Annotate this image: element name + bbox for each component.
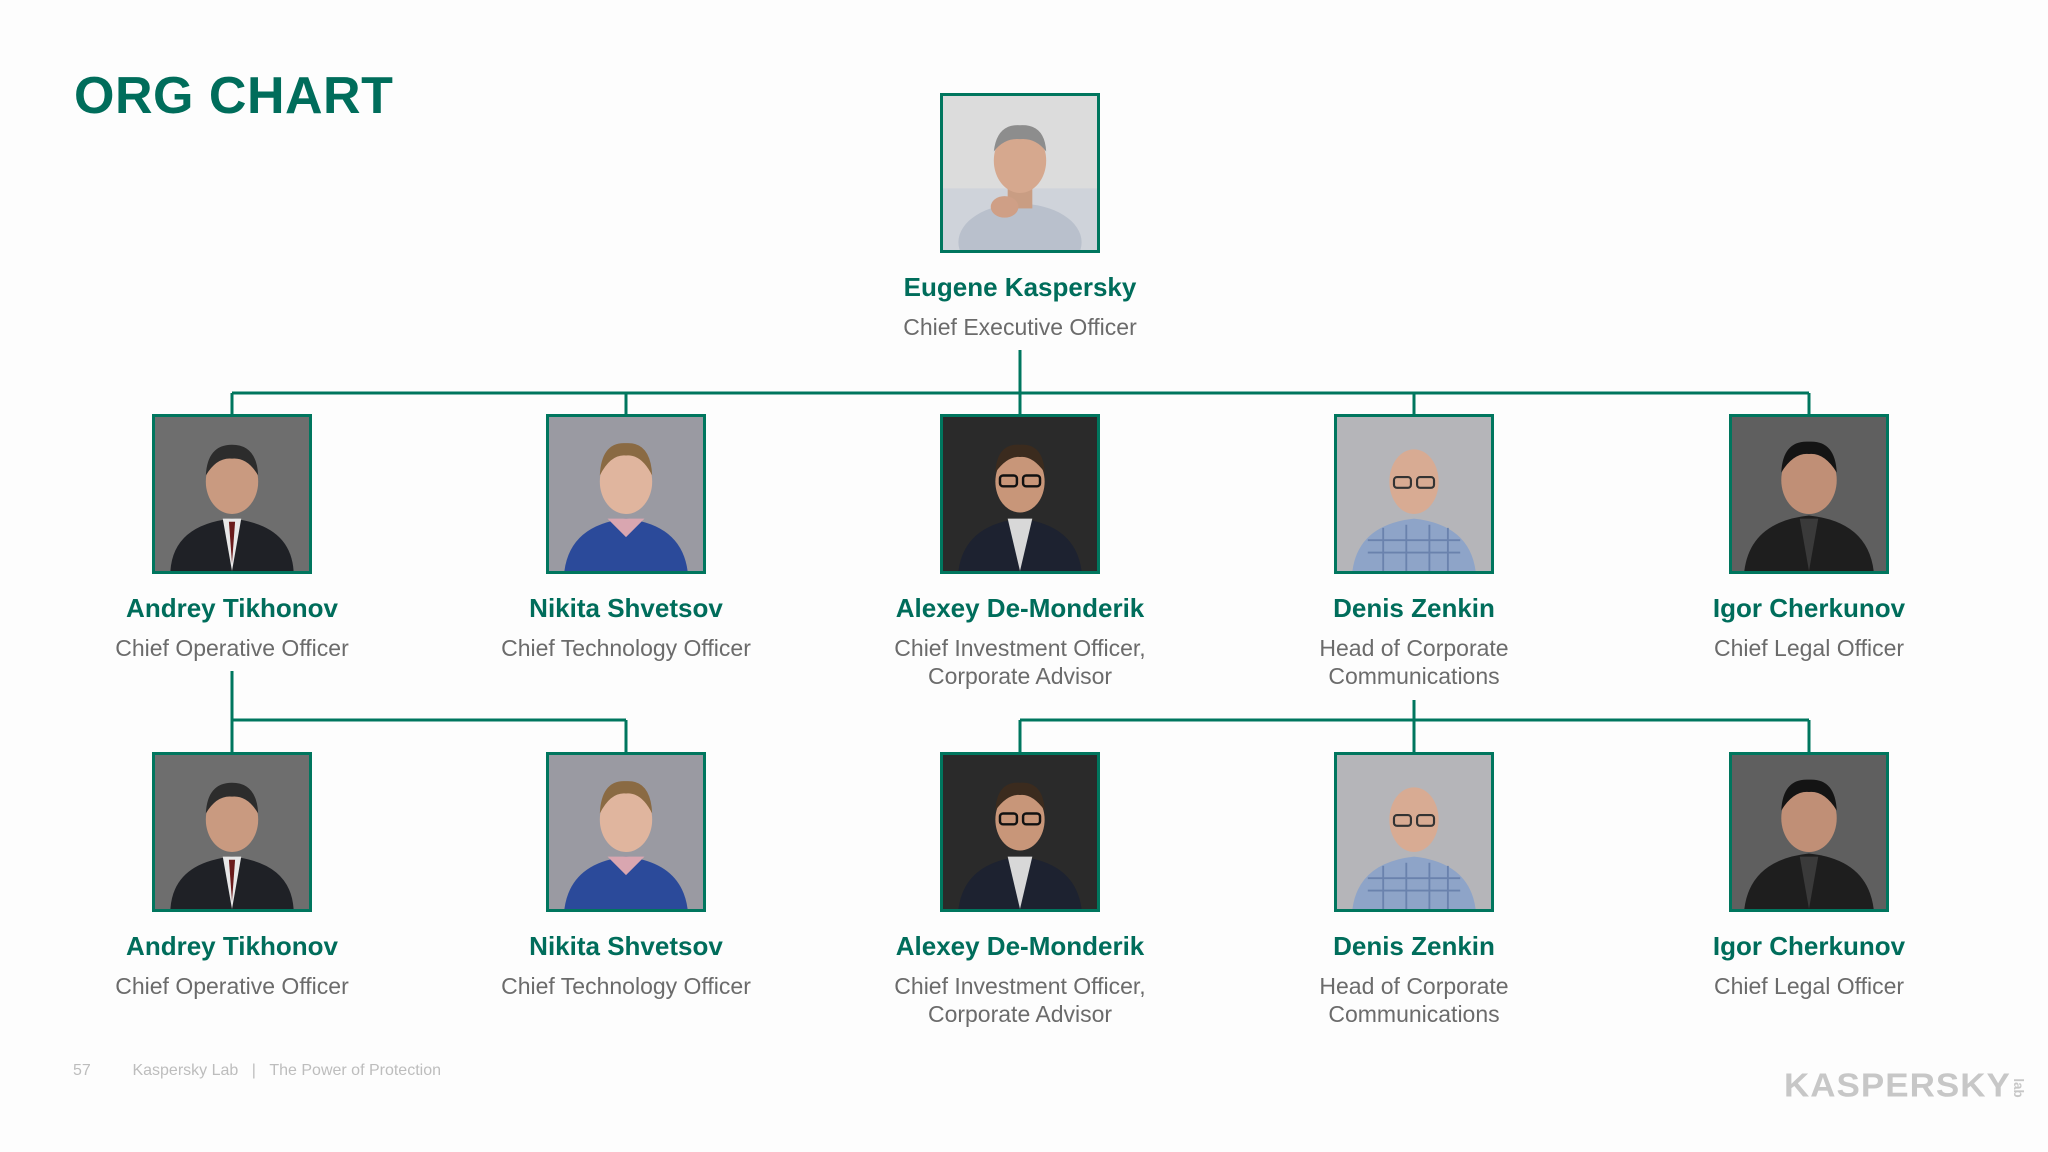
logo-sub: lab — [2010, 1078, 2027, 1098]
portrait-photo — [546, 414, 706, 574]
portrait-photo — [1729, 752, 1889, 912]
org-node-level3-2: Nikita Shvetsov Chief Technology Officer — [466, 752, 786, 1000]
footer-company: Kaspersky Lab — [132, 1062, 239, 1079]
logo-text: KASPERSKY — [1784, 1067, 2011, 1105]
org-node-level3-5: Igor Cherkunov Chief Legal Officer — [1649, 752, 1969, 1000]
person-name: Eugene Kaspersky — [903, 272, 1137, 302]
org-node-level2-4: Denis Zenkin Head of Corporate Communica… — [1254, 414, 1574, 690]
org-node-level2-3: Alexey De-Monderik Chief Investment Offi… — [860, 414, 1180, 690]
person-name: Nikita Shvetsov — [529, 593, 723, 623]
person-role: Chief Technology Officer — [501, 635, 751, 661]
portrait-photo — [940, 93, 1100, 253]
org-node-level2-2: Nikita Shvetsov Chief Technology Officer — [466, 414, 786, 662]
person-name: Denis Zenkin — [1333, 931, 1495, 961]
person-name: Igor Cherkunov — [1712, 593, 1906, 623]
footer: 57 Kaspersky Lab | The Power of Protecti… — [73, 1062, 441, 1080]
org-node-level2-1: Andrey Tikhonov Chief Operative Officer — [72, 414, 392, 662]
portrait-photo — [940, 752, 1100, 912]
portrait-photo — [546, 752, 706, 912]
portrait-photo — [1334, 752, 1494, 912]
person-name: Nikita Shvetsov — [529, 931, 723, 961]
person-role: Chief Investment Officer, Corporate Advi… — [894, 973, 1146, 1027]
person-role: Chief Investment Officer, Corporate Advi… — [894, 635, 1146, 689]
person-role: Head of Corporate Communications — [1319, 973, 1509, 1027]
org-node-level2-5: Igor Cherkunov Chief Legal Officer — [1649, 414, 1969, 662]
org-node-level3-3: Alexey De-Monderik Chief Investment Offi… — [860, 752, 1180, 1028]
footer-separator: | — [251, 1062, 256, 1079]
person-role: Chief Executive Officer — [903, 314, 1137, 340]
kaspersky-logo: KASPERSKYlab — [1784, 1067, 2027, 1105]
portrait-photo — [152, 752, 312, 912]
person-role: Chief Technology Officer — [501, 973, 751, 999]
portrait-photo — [152, 414, 312, 574]
portrait-photo — [1729, 414, 1889, 574]
page-title: ORG CHART — [74, 67, 394, 125]
org-node-level3-1: Andrey Tikhonov Chief Operative Officer — [72, 752, 392, 1000]
person-role: Chief Operative Officer — [115, 635, 349, 661]
org-node-ceo: Eugene Kaspersky Chief Executive Officer — [860, 93, 1180, 341]
person-name: Igor Cherkunov — [1712, 931, 1906, 961]
person-role: Head of Corporate Communications — [1319, 635, 1509, 689]
person-role: Chief Legal Officer — [1713, 635, 1905, 661]
person-name: Denis Zenkin — [1333, 593, 1495, 623]
person-role: Chief Legal Officer — [1713, 973, 1905, 999]
person-name: Andrey Tikhonov — [126, 593, 338, 623]
person-name: Alexey De-Monderik — [895, 931, 1145, 961]
page-number: 57 — [73, 1062, 91, 1079]
footer-tagline: The Power of Protection — [269, 1062, 441, 1079]
person-name: Alexey De-Monderik — [895, 593, 1145, 623]
org-node-level3-4: Denis Zenkin Head of Corporate Communica… — [1254, 752, 1574, 1028]
person-role: Chief Operative Officer — [115, 973, 349, 999]
portrait-photo — [940, 414, 1100, 574]
portrait-photo — [1334, 414, 1494, 574]
person-name: Andrey Tikhonov — [126, 931, 338, 961]
